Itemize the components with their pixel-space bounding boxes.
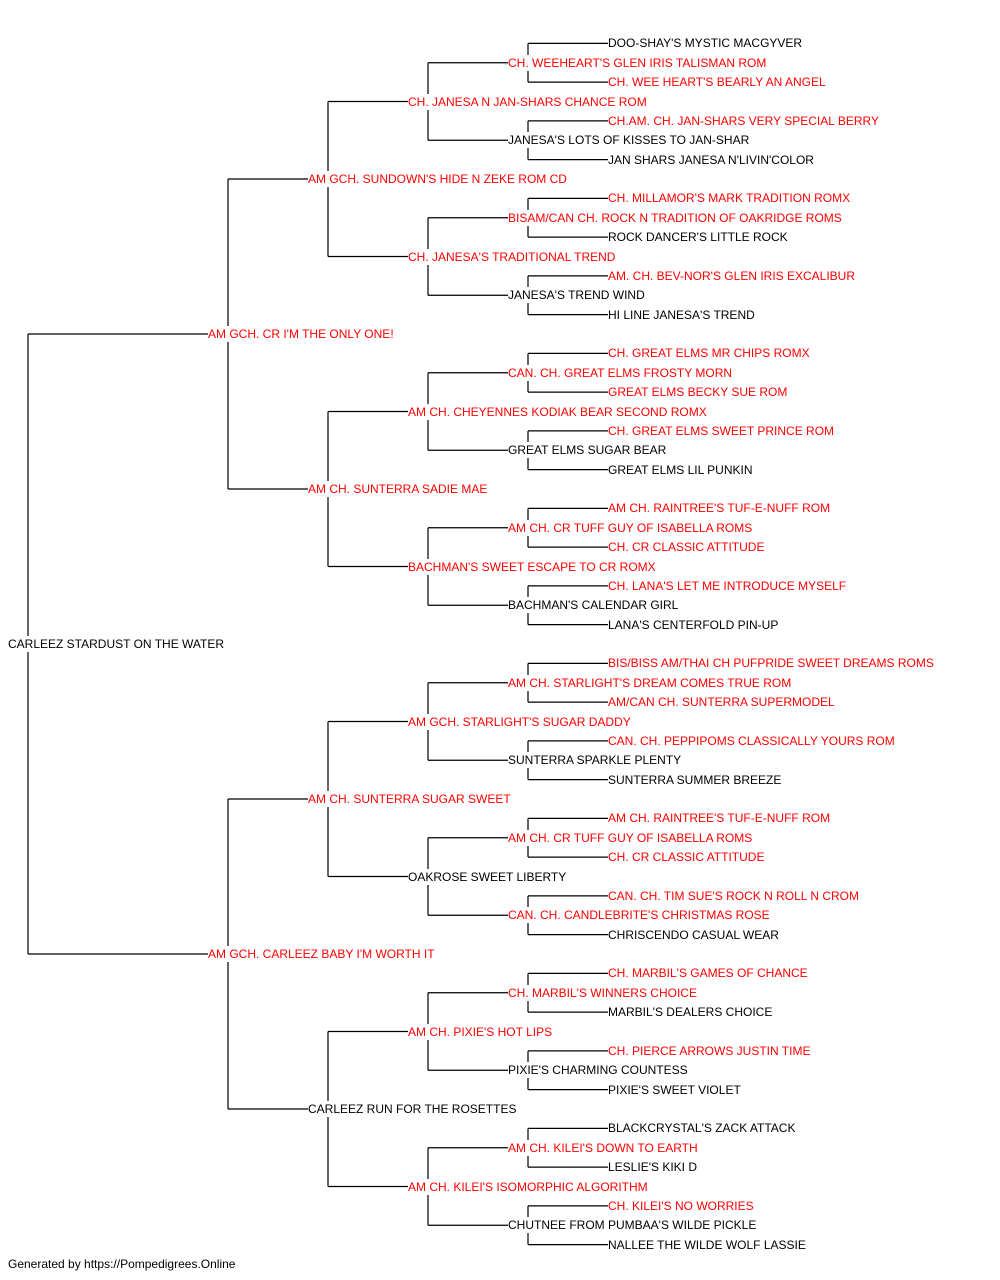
pedigree-entry-dam-sire-sire-dam-dam: SUNTERRA SUMMER BREEZE [608,771,784,788]
pedigree-entry-subject: CARLEEZ STARDUST ON THE WATER [8,636,227,652]
pedigree-entry-sire-sire-sire-sire-sire: DOO-SHAY'S MYSTIC MACGYVER [608,35,805,52]
pedigree-entry-dam-dam-sire-dam: PIXIE'S CHARMING COUNTESS [508,1062,690,1079]
pedigree-entry-dam-dam-dam-sire-dam: LESLIE'S KIKI D [608,1159,699,1176]
pedigree-entry-dam-dam-sire-dam-dam: PIXIE'S SWEET VIOLET [608,1081,743,1098]
pedigree-entry-dam-dam-dam-sire-sire: BLACKCRYSTAL'S ZACK ATTACK [608,1120,798,1137]
pedigree-entry-dam-dam-sire: AM CH. PIXIE'S HOT LIPS [408,1023,555,1040]
pedigree-entry-dam: AM GCH. CARLEEZ BABY I'M WORTH IT [208,946,437,962]
pedigree-entry-dam-dam-sire-dam-sire: CH. PIERCE ARROWS JUSTIN TIME [608,1042,813,1059]
pedigree-entry-sire-dam-sire-dam-dam: GREAT ELMS LIL PUNKIN [608,461,755,478]
pedigree-entry-sire-dam: AM CH. SUNTERRA SADIE MAE [308,481,490,497]
pedigree-entry-sire-dam-sire-sire-sire: CH. GREAT ELMS MR CHIPS ROMX [608,345,812,362]
pedigree-entry-dam-dam-dam: AM CH. KILEI'S ISOMORPHIC ALGORITHM [408,1178,650,1195]
pedigree-entry-dam-sire-sire-sire-sire: BIS/BISS AM/THAI CH PUFPRIDE SWEET DREAM… [608,655,936,672]
pedigree-entry-sire-sire-dam-dam-dam: HI LINE JANESA'S TREND [608,306,757,323]
pedigree-entry-sire-sire-sire: CH. JANESA N JAN-SHARS CHANCE ROM [408,93,649,110]
pedigree-entry-sire-sire-dam-sire: BISAM/CAN CH. ROCK N TRADITION OF OAKRID… [508,209,844,226]
pedigree-entry-dam-dam-dam-dam: CHUTNEE FROM PUMBAA'S WILDE PICKLE [508,1217,759,1234]
pedigree-entry-dam-sire-dam-sire: AM CH. CR TUFF GUY OF ISABELLA ROMS [508,829,755,846]
pedigree-entry-sire-sire-sire-sire: CH. WEEHEART'S GLEN IRIS TALISMAN ROM [508,54,769,71]
pedigree-entry-sire-dam-dam-sire-sire: AM CH. RAINTREE'S TUF-E-NUFF ROM [608,500,833,517]
pedigree-entry-sire-sire-dam: CH. JANESA'S TRADITIONAL TREND [408,248,618,265]
footer-credit: Generated by https://Pompedigrees.Online [8,1257,236,1271]
pedigree-entry-dam-sire-dam-sire-sire: AM CH. RAINTREE'S TUF-E-NUFF ROM [608,810,833,827]
pedigree-entry-sire-dam-dam-dam-dam: LANA'S CENTERFOLD PIN-UP [608,616,781,633]
pedigree-entry-dam-sire-sire-sire-dam: AM/CAN CH. SUNTERRA SUPERMODEL [608,694,837,711]
pedigree-entry-sire-sire-dam-sire-sire: CH. MILLAMOR'S MARK TRADITION ROMX [608,190,853,207]
pedigree-entry-sire-sire-sire-dam-sire: CH.AM. CH. JAN-SHARS VERY SPECIAL BERRY [608,112,881,129]
pedigree-entry-dam-sire-dam-dam-sire: CAN. CH. TIM SUE'S ROCK N ROLL N CROM [608,887,861,904]
pedigree-entry-sire-dam-sire: AM CH. CHEYENNES KODIAK BEAR SECOND ROMX [408,403,709,420]
pedigree-entry-dam-dam-sire-sire-sire: CH. MARBIL'S GAMES OF CHANCE [608,965,810,982]
pedigree-entry-dam-sire: AM CH. SUNTERRA SUGAR SWEET [308,791,513,807]
pedigree-entry-dam-sire-dam-sire-dam: CH. CR CLASSIC ATTITUDE [608,849,767,866]
pedigree-entry-dam-sire-sire-dam: SUNTERRA SPARKLE PLENTY [508,752,684,769]
pedigree-entry-sire-dam-dam-dam-sire: CH. LANA'S LET ME INTRODUCE MYSELF [608,577,849,594]
pedigree-entry-sire-sire-sire-sire-dam: CH. WEE HEART'S BEARLY AN ANGEL [608,74,828,91]
pedigree-entry-sire-dam-dam: BACHMAN'S SWEET ESCAPE TO CR ROMX [408,558,658,575]
pedigree-entry-dam-sire-dam: OAKROSE SWEET LIBERTY [408,868,569,885]
pedigree-entry-sire-dam-sire-sire-dam: GREAT ELMS BECKY SUE ROM [608,384,790,401]
pedigree-entry-dam-dam-dam-dam-sire: CH. KILEI'S NO WORRIES [608,1197,756,1214]
pedigree-entry-dam-sire-sire-sire: AM CH. STARLIGHT'S DREAM COMES TRUE ROM [508,674,794,691]
pedigree-entry-dam-sire-sire: AM GCH. STARLIGHT'S SUGAR DADDY [408,713,633,730]
pedigree-entry-dam-dam-dam-sire: AM CH. KILEI'S DOWN TO EARTH [508,1139,700,1156]
pedigree-entry-sire-sire: AM GCH. SUNDOWN'S HIDE N ZEKE ROM CD [308,171,569,187]
pedigree-entry-sire-sire-sire-dam: JANESA'S LOTS OF KISSES TO JAN-SHAR [508,132,752,149]
pedigree-entry-sire-dam-sire-dam: GREAT ELMS SUGAR BEAR [508,442,669,459]
pedigree-entry-sire-dam-sire-dam-sire: CH. GREAT ELMS SWEET PRINCE ROM [608,422,837,439]
pedigree-entry-dam-sire-dam-dam: CAN. CH. CANDLEBRITE'S CHRISTMAS ROSE [508,907,772,924]
pedigree-entry-dam-sire-sire-dam-sire: CAN. CH. PEPPIPOMS CLASSICALLY YOURS ROM [608,732,897,749]
pedigree-entry-dam-dam: CARLEEZ RUN FOR THE ROSETTES [308,1101,519,1117]
pedigree-entry-sire-sire-sire-dam-dam: JAN SHARS JANESA N'LIVIN'COLOR [608,151,816,168]
pedigree-entry-sire-dam-dam-sire-dam: CH. CR CLASSIC ATTITUDE [608,539,767,556]
pedigree-entry-dam-dam-sire-sire-dam: MARBIL'S DEALERS CHOICE [608,1004,775,1021]
pedigree-entry-dam-dam-sire-sire: CH. MARBIL'S WINNERS CHOICE [508,984,699,1001]
pedigree-entry-sire-sire-dam-dam: JANESA'S TREND WIND [508,287,647,304]
pedigree-entry-sire: AM GCH. CR I'M THE ONLY ONE! [208,326,396,342]
pedigree-entry-sire-sire-dam-sire-dam: ROCK DANCER'S LITTLE ROCK [608,229,790,246]
pedigree-entry-sire-dam-dam-sire: AM CH. CR TUFF GUY OF ISABELLA ROMS [508,519,755,536]
pedigree-entry-sire-dam-sire-sire: CAN. CH. GREAT ELMS FROSTY MORN [508,364,735,381]
pedigree-entry-dam-dam-dam-dam-dam: NALLEE THE WILDE WOLF LASSIE [608,1236,808,1253]
pedigree-entry-dam-sire-dam-dam-dam: CHRISCENDO CASUAL WEAR [608,926,781,943]
pedigree-entry-sire-sire-dam-dam-sire: AM. CH. BEV-NOR'S GLEN IRIS EXCALIBUR [608,267,858,284]
pedigree-entry-sire-dam-dam-dam: BACHMAN'S CALENDAR GIRL [508,597,681,614]
